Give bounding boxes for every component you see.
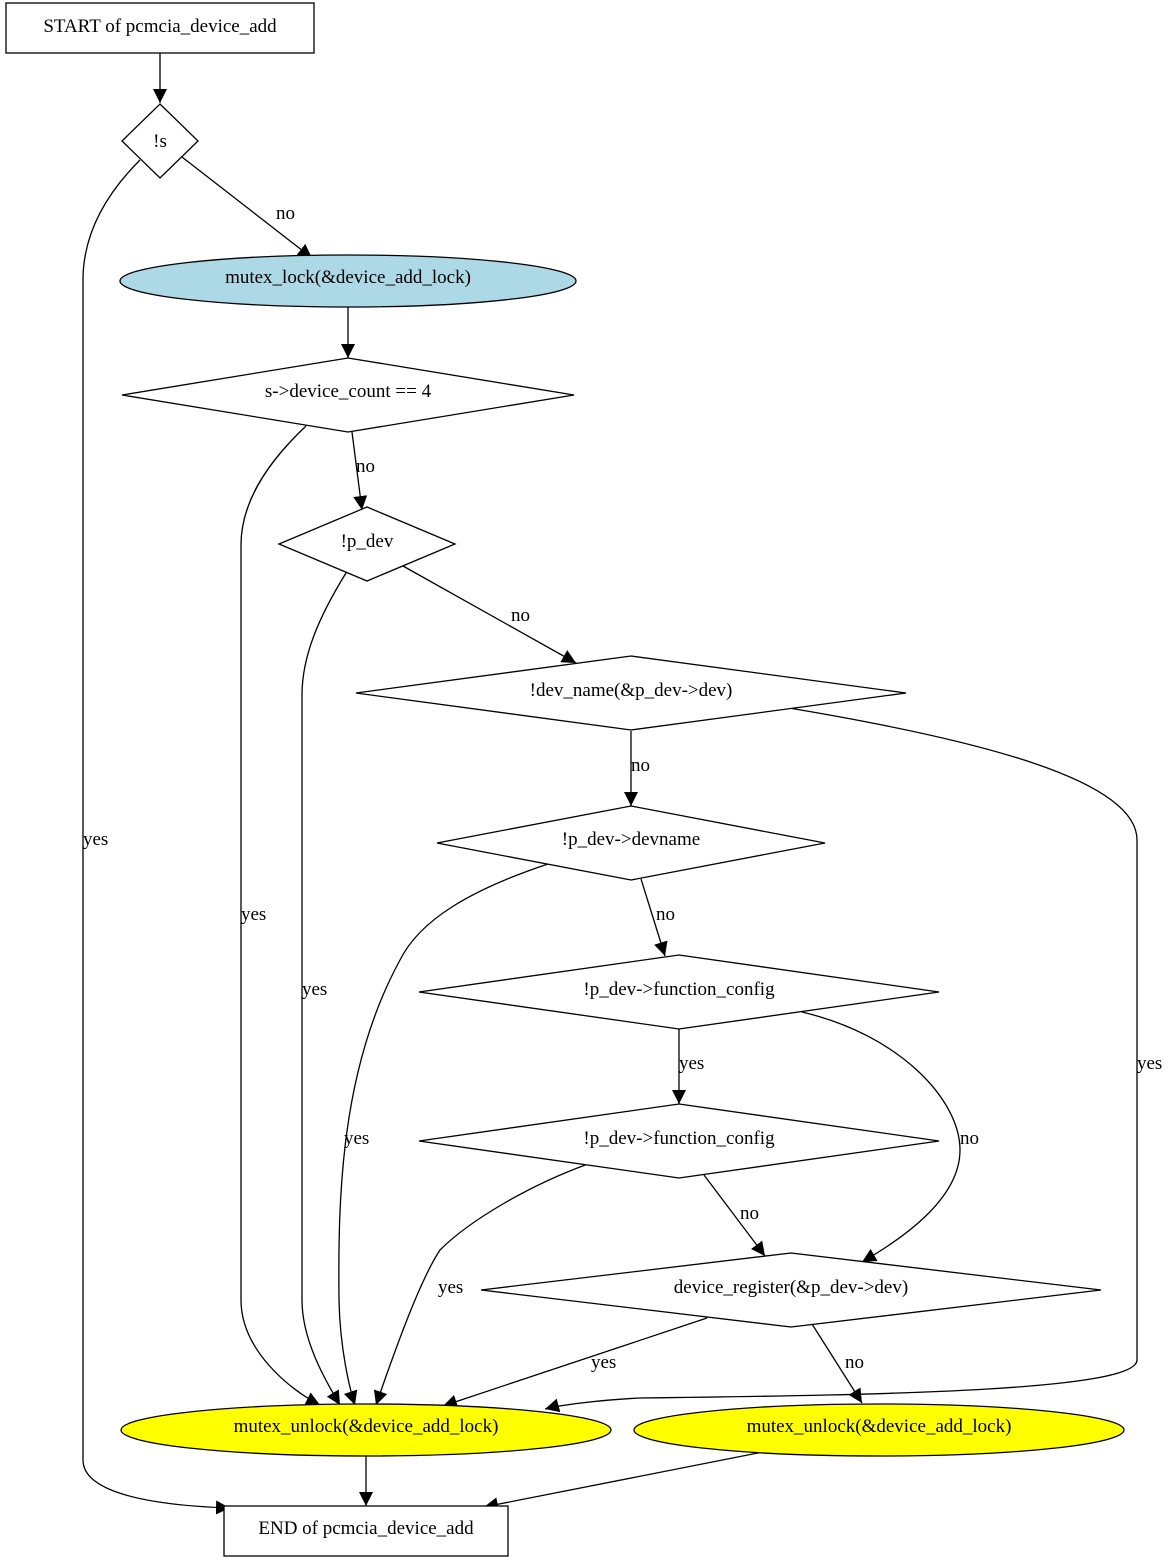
edge-count-yes <box>240 425 321 1406</box>
check-function-config-1-node <box>418 954 940 1030</box>
check-dev-name-node <box>355 655 907 731</box>
edge-pdev-no <box>402 565 577 664</box>
check-pdev-node <box>277 506 457 582</box>
edge-reg-no <box>811 1323 863 1404</box>
edge-count-no <box>351 431 368 511</box>
edge-devname-fn-yes <box>544 707 1138 1413</box>
label-pdev-yes: yes <box>302 979 327 1000</box>
check-function-config-1-label: !p_dev->function_config <box>583 979 775 1000</box>
nodes: START of pcmcia_device_add !s mutex_lock… <box>5 2 1125 1557</box>
edge-s-yes <box>82 159 231 1515</box>
mutex-unlock-right-label: mutex_unlock(&device_add_lock) <box>747 1416 1012 1437</box>
device-count-label: s->device_count == 4 <box>265 381 432 402</box>
label-reg-no: no <box>845 1352 864 1373</box>
edge-fc1-no <box>801 1011 961 1263</box>
device-count-node <box>121 357 575 433</box>
label-fc2-yes: yes <box>438 1277 463 1298</box>
check-function-config-2-node <box>418 1103 940 1179</box>
edge-pdev-yes <box>301 572 347 1406</box>
mutex-unlock-left-label: mutex_unlock(&device_add_lock) <box>234 1416 499 1437</box>
label-devname-yes: yes <box>344 1128 369 1149</box>
label-fc1-yes: yes <box>679 1053 704 1074</box>
label-pdev-no: no <box>511 605 530 626</box>
label-fc2-no: no <box>740 1203 759 1224</box>
start-node <box>5 2 315 54</box>
start-node-label: START of pcmcia_device_add <box>43 16 277 37</box>
edge-labels: no yes no yes no yes no yes no yes yes n… <box>83 203 1162 1373</box>
end-node <box>223 1505 509 1557</box>
end-node-label: END of pcmcia_device_add <box>258 1518 474 1539</box>
check-pdev-label: !p_dev <box>341 531 394 552</box>
mutex-unlock-left-node <box>120 1403 612 1457</box>
label-count-no: no <box>356 456 375 477</box>
edge-devname-no <box>640 878 668 957</box>
check-devname-label: !p_dev->devname <box>562 829 700 850</box>
mutex-lock-node <box>119 254 577 308</box>
label-reg-yes: yes <box>591 1352 616 1373</box>
edge-reg-yes <box>442 1317 708 1409</box>
check-s-node <box>121 103 199 179</box>
mutex-unlock-right-node <box>633 1403 1125 1457</box>
label-devname-fn-yes: yes <box>1137 1053 1162 1074</box>
check-dev-name-label: !dev_name(&p_dev->dev) <box>530 680 733 701</box>
label-devname-fn-no: no <box>631 755 650 776</box>
label-devname-no: no <box>656 904 675 925</box>
edge-unlock-right-to-end <box>483 1451 764 1512</box>
edges <box>82 53 1138 1515</box>
label-s-no: no <box>276 203 295 224</box>
edge-s-no <box>181 156 313 259</box>
label-fc1-no: no <box>960 1128 979 1149</box>
check-s-label: !s <box>153 131 167 152</box>
check-function-config-2-label: !p_dev->function_config <box>583 1128 775 1149</box>
device-register-label: device_register(&p_dev->dev) <box>674 1277 908 1298</box>
check-devname-node <box>436 805 826 881</box>
label-s-yes: yes <box>83 829 108 850</box>
mutex-lock-label: mutex_lock(&device_add_lock) <box>225 267 471 288</box>
edge-devname-yes <box>338 863 549 1406</box>
edge-fc2-yes <box>373 1163 589 1406</box>
label-count-yes: yes <box>241 904 266 925</box>
edge-fc2-no <box>703 1174 766 1257</box>
device-register-node <box>480 1252 1102 1328</box>
